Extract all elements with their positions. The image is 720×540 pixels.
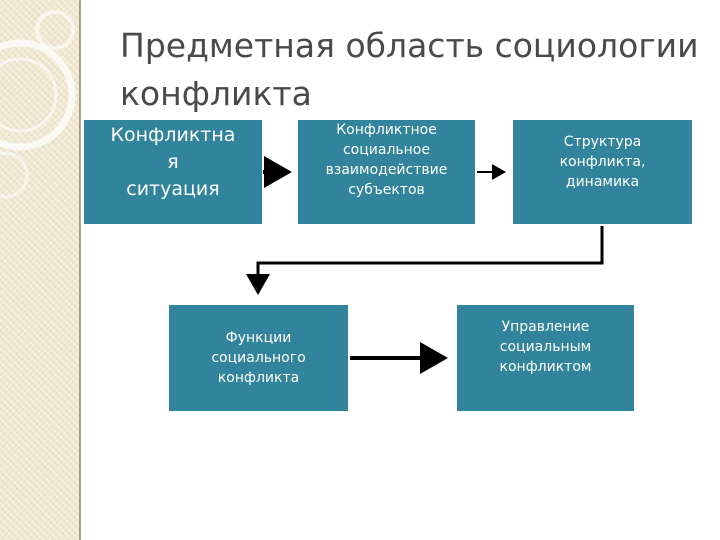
node-social-interaction: Конфликтное социальное взаимодействие су… (298, 120, 475, 224)
node-functions: Функции социального конфликта (169, 305, 348, 411)
node-conflict-situation: Конфликтна я ситуация (84, 120, 262, 224)
node-structure-dynamics: Структура конфликта, динамика (513, 120, 692, 224)
decorative-sidebar (0, 0, 80, 540)
node-management: Управление социальным конфликтом (457, 305, 634, 411)
decorative-circles (0, 10, 76, 199)
slide-title: Предметная область социологии конфликта (120, 26, 699, 113)
sidebar-divider (79, 0, 81, 540)
arrow-structure-to-functions (246, 226, 604, 295)
